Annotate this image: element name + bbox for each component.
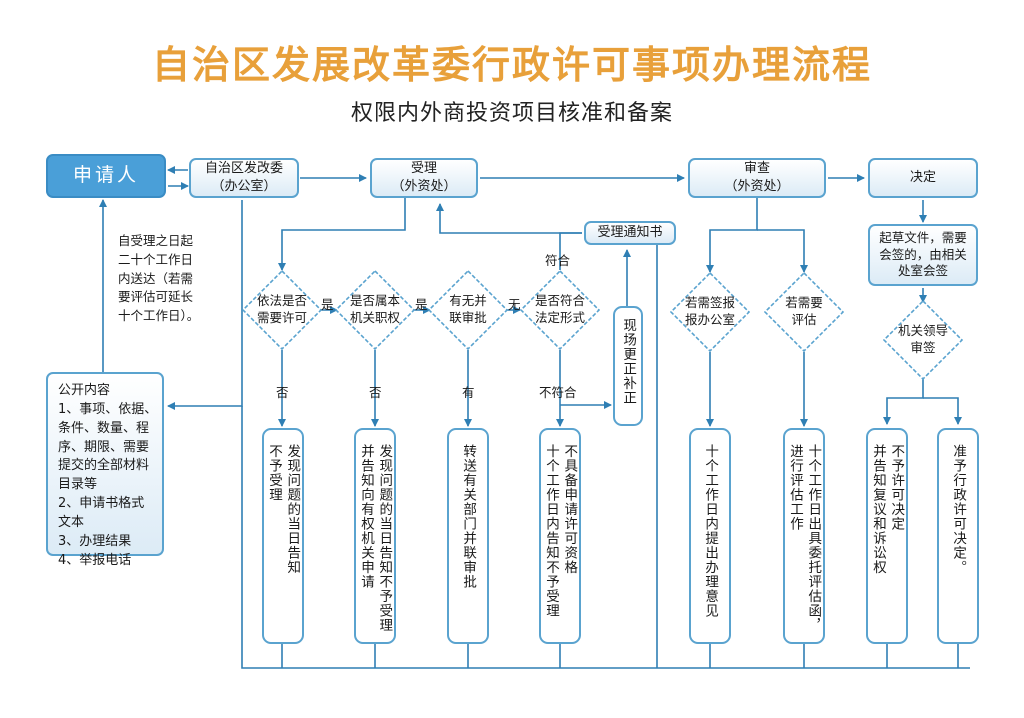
outcome-not-qualified: 十个工作日内告知不予受理 不具备申请许可资格 — [539, 428, 581, 644]
decision-joint-approval: 有无并联审批 — [428, 270, 508, 350]
outcome-joint-approval: 转送有关部门并联审批 — [447, 428, 489, 644]
decision-node: 决定 — [868, 158, 978, 198]
label-no-2: 否 — [369, 385, 382, 400]
decision-report-office: 若需签报报办公室 — [670, 272, 750, 352]
public-content-box: 公开内容 1、事项、依据、 条件、数量、程 序、期限、需要 提交的全部材料 目录… — [46, 372, 164, 568]
accept-node: 受理 （外资处） — [370, 158, 478, 198]
label-conform: 符合 — [545, 253, 571, 268]
label-yes-1: 是 — [321, 297, 334, 312]
review-node: 审查 （外资处） — [688, 158, 826, 198]
decision-legal-form: 是否符合法定形式 — [520, 270, 600, 350]
decision-leader-signoff: 机关领导审签 — [883, 300, 963, 380]
decision-permit-required: 依法是否需要许可 — [242, 270, 322, 350]
outcome-permit-denied: 并告知复议和诉讼权 不予许可决定 — [866, 428, 908, 644]
outcome-refer-authority: 并告知向有权机关申请 发现问题的当日告知不予受理 — [354, 428, 396, 644]
label-none: 无 — [508, 297, 521, 312]
decision-evaluation: 若需要评估 — [764, 272, 844, 352]
ndrc-office-node: 自治区发改委 （办公室） — [189, 158, 299, 198]
label-no-1: 否 — [276, 385, 289, 400]
draft-document-node: 起草文件，需要 会签的，由相关 处室会签 — [868, 224, 978, 286]
outcome-permit-granted: 准予行政许可决定。 — [937, 428, 979, 644]
decision-jurisdiction: 是否属本机关职权 — [335, 270, 415, 350]
label-have: 有 — [462, 385, 475, 400]
deadline-note: 自受理之日起 二十个工作日 内送达（若需 要评估可延长 十个工作日）。 — [118, 233, 200, 323]
outcome-not-accepted: 不予受理 发现问题的当日告知 — [262, 428, 304, 644]
page-subtitle: 权限内外商投资项目核准和备案 — [350, 101, 673, 126]
onsite-correction-node: 现场更正补正 — [613, 306, 643, 426]
applicant-node: 申请人 — [46, 154, 166, 198]
page-title: 自治区发展改革委行政许可事项办理流程 — [151, 42, 872, 87]
outcome-handling-opinion: 十个工作日内提出办理意见 — [689, 428, 731, 644]
label-not-conform: 不符合 — [539, 385, 577, 400]
outcome-evaluation: 进行评估工作 十个工作日出具委托评估函， — [783, 428, 825, 644]
label-yes-2: 是 — [415, 297, 428, 312]
acceptance-notice-node: 受理通知书 — [584, 221, 676, 245]
